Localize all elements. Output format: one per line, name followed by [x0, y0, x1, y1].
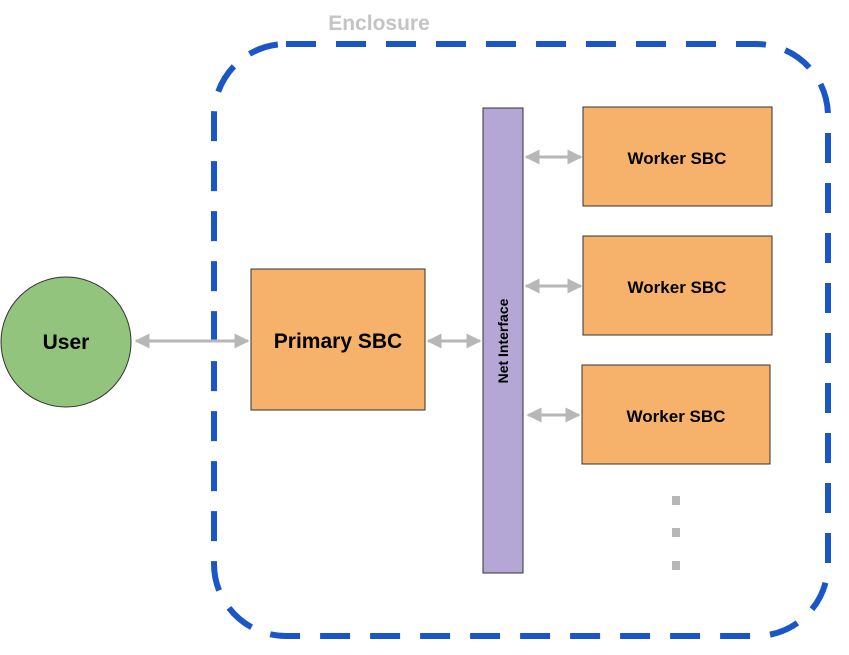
more-workers-ellipsis: [672, 496, 680, 570]
worker-sbc-label-3: Worker SBC: [627, 407, 726, 426]
ellipsis-dot-1: [672, 496, 680, 505]
primary-sbc-label: Primary SBC: [274, 330, 402, 353]
user-label: User: [43, 331, 90, 354]
net-interface-bar: [482, 107, 524, 574]
ellipsis-dot-3: [672, 561, 680, 570]
worker-sbc-label-2: Worker SBC: [628, 278, 727, 297]
worker-sbc-box-1: [582, 106, 773, 207]
worker-sbc-box-2: [582, 235, 773, 336]
worker-sbc-label-1: Worker SBC: [628, 149, 727, 168]
worker-sbc-box-3: [581, 364, 771, 465]
net-interface-label: Net Interface: [495, 298, 511, 383]
user-node: [0, 276, 132, 408]
ellipsis-dot-2: [672, 528, 680, 537]
enclosure-label: Enclosure: [328, 12, 430, 35]
primary-sbc-box: [250, 268, 426, 411]
